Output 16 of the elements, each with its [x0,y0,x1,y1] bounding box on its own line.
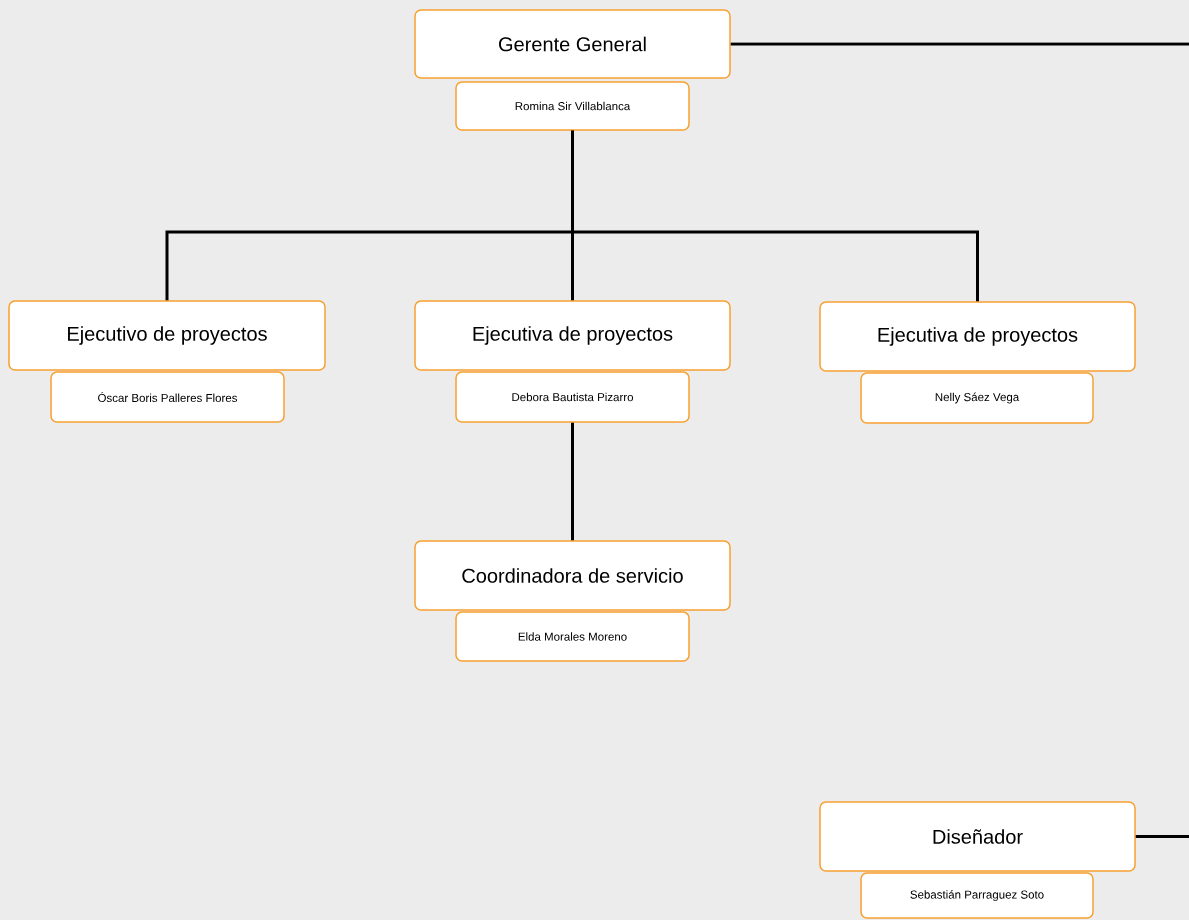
role-box: Ejecutiva de proyectos [819,301,1136,372]
role-box: Ejecutivo de proyectos [8,300,326,371]
role-box: Coordinadora de servicio [414,540,731,611]
role-box: Diseñador [819,801,1136,872]
connector-line [730,42,1189,46]
name-box: Sebastián Parraguez Soto [860,872,1094,919]
role-box: Ejecutiva de proyectos [414,300,731,371]
name-box: Romina Sir Villablanca [455,81,690,131]
name-box: Nelly Sáez Vega [860,372,1094,424]
connector-line [571,130,979,302]
name-box: Elda Morales Moreno [455,611,690,662]
name-box: Óscar Boris Palleres Flores [50,371,285,423]
role-box: Gerente General [414,9,731,79]
name-box: Debora Bautista Pizarro [455,371,690,423]
connector-line [571,422,574,541]
connector-line [1135,835,1189,838]
